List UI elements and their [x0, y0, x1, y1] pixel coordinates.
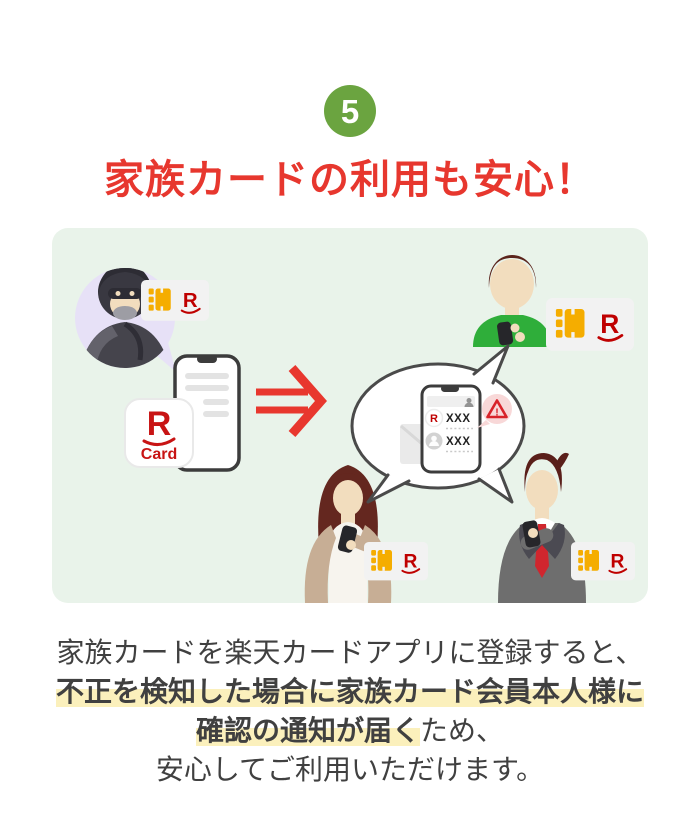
- page-title: 家族カードの利用も安心！: [104, 158, 596, 202]
- svg-text:!: !: [495, 407, 499, 419]
- notification-phone: R XXX XXX: [420, 384, 482, 474]
- phone-screen-lines: [185, 373, 229, 417]
- description-line-3: 確認の通知が届くため、: [0, 711, 700, 750]
- description-line-1: 家族カードを楽天カードアプリに登録すると、: [56, 637, 644, 668]
- family-member-casual: [473, 255, 551, 347]
- illustration: R: [75, 255, 637, 603]
- description: 家族カードを楽天カードアプリに登録すると、 不正を検知した場合に家族カード会員本…: [0, 633, 700, 789]
- highlighted-phrase: 不正を検知した場合に家族カード会員本人様に: [55, 676, 644, 707]
- svg-text:Card: Card: [141, 446, 177, 463]
- svg-text:XXX: XXX: [446, 413, 471, 425]
- notification-row: R XXX: [424, 408, 473, 430]
- family-member-woman: [304, 465, 392, 603]
- step-badge: 5: [324, 85, 376, 137]
- line-3-suffix: ため、: [420, 715, 505, 746]
- notification-row: XXX: [425, 432, 473, 453]
- illustration-panel: R: [52, 228, 648, 603]
- card-stolen: [139, 278, 211, 322]
- rcard-app-icon: R Card: [124, 398, 194, 468]
- card-woman: [362, 540, 430, 582]
- step-number: 5: [340, 92, 360, 130]
- warning-icon: !: [477, 394, 512, 428]
- phone-notch: [197, 355, 217, 363]
- family-member-man: [498, 452, 586, 603]
- svg-text:R: R: [430, 413, 438, 425]
- description-line-2: 不正を検知した場合に家族カード会員本人様に: [0, 672, 700, 711]
- card-man: [569, 540, 637, 582]
- account-icon: [464, 398, 474, 407]
- svg-text:R: R: [147, 405, 172, 443]
- svg-text:XXX: XXX: [446, 436, 471, 448]
- highlighted-phrase: 確認の通知が届く: [195, 715, 420, 746]
- double-arrow-icon: [256, 365, 327, 437]
- smartphone: R Card: [124, 354, 241, 472]
- card-casual-member: [544, 296, 636, 353]
- notification-bubble: R XXX XXX !: [350, 344, 526, 504]
- description-line-4: 安心してご利用いただけます。: [155, 754, 545, 785]
